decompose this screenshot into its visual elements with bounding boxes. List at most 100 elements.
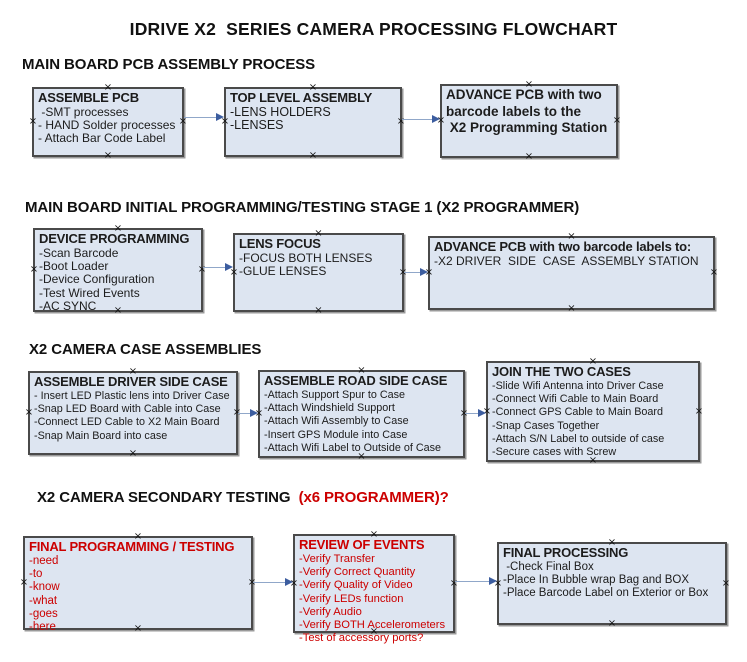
- box-item: -Check Final Box: [503, 561, 594, 573]
- connection-point-icon: ×: [128, 448, 138, 459]
- box-item: -what: [29, 594, 58, 607]
- arrow-right-icon: [216, 113, 224, 121]
- box-item: -GLUE LENSES: [239, 264, 327, 279]
- box-item: -Attach Wifi Assembly to Case: [264, 415, 409, 428]
- arrow-right-icon: [420, 268, 428, 276]
- arrow-line: [253, 581, 288, 583]
- flow-box-lens-focus[interactable]: LENS FOCUS -FOCUS BOTH LENSES-GLUE LENSE…: [230, 229, 407, 316]
- arrow-line: [184, 116, 219, 118]
- box-item: -SMT processes: [38, 105, 129, 119]
- box-item: -Verify Correct Quantity: [299, 566, 416, 579]
- box-item: -Snap Main Board into case: [34, 429, 168, 442]
- box-title: DEVICE PROGRAMMING: [39, 231, 190, 246]
- box-item: -Insert GPS Module into Case: [264, 428, 408, 441]
- flow-box-review-of-events[interactable]: REVIEW OF EVENTS -Verify Transfer-Verify…: [290, 530, 458, 645]
- flow-arrow[interactable]: [404, 268, 428, 277]
- box-item: -Attach Support Spur to Case: [264, 389, 406, 401]
- box-title: JOIN THE TWO CASES: [492, 364, 631, 379]
- box-title: ASSEMBLE DRIVER SIDE CASE: [34, 374, 228, 389]
- box-item: -Verify Audio: [299, 605, 362, 618]
- box-item: -X2 DRIVER SIDE CASE ASSEMBLY STATION: [434, 254, 699, 268]
- box-title: ASSEMBLE ROAD SIDE CASE: [264, 373, 448, 388]
- flow-arrow[interactable]: [203, 263, 233, 272]
- flow-arrow[interactable]: [402, 115, 440, 124]
- box-item: -Connect LED Cable to X2 Main Board: [34, 416, 220, 429]
- box-title: FINAL PROCESSING: [503, 545, 629, 560]
- connection-point-icon: ×: [103, 150, 113, 161]
- arrow-right-icon: [489, 577, 497, 585]
- box-item: -Attach Windshield Support: [264, 402, 395, 415]
- connection-point-icon: ×: [24, 407, 34, 418]
- box-item: -goes: [29, 607, 58, 620]
- flow-box-device-programming[interactable]: DEVICE PROGRAMMING -Scan Barcode-Boot Lo…: [29, 224, 206, 316]
- flow-box-assemble-driver-side-case[interactable]: ASSEMBLE DRIVER SIDE CASE - Insert LED P…: [24, 367, 241, 459]
- box-item: -Connect GPS Cable to Main Board: [492, 406, 664, 419]
- box-item: -know: [29, 581, 60, 594]
- flow-box-top-level-assembly[interactable]: TOP LEVEL ASSEMBLY -LENS HOLDERS-LENSES …: [221, 83, 405, 161]
- connection-point-icon: ×: [694, 405, 704, 417]
- box-item: -Place Barcode Label on Exterior or Box: [503, 587, 709, 600]
- box-item: -Verify Transfer: [299, 553, 375, 565]
- arrow-line: [465, 412, 481, 414]
- flow-box-assemble-road-side-case[interactable]: ASSEMBLE ROAD SIDE CASE -Attach Support …: [255, 366, 468, 462]
- box-title: LENS FOCUS: [239, 236, 321, 251]
- flow-box-assemble-pcb[interactable]: ASSEMBLE PCB -SMT processes- HAND Solder…: [29, 83, 187, 161]
- box-item: -Verify BOTH Accelerometers: [299, 619, 446, 632]
- box-item: X2 Programming Station: [446, 120, 608, 135]
- arrow-line: [238, 412, 253, 414]
- box-item: ADVANCE PCB with two: [446, 87, 602, 102]
- box-item: -LENS HOLDERS: [230, 105, 331, 119]
- box-item: -Scan Barcode: [39, 246, 119, 260]
- box-item: -Snap Cases Together: [492, 419, 600, 432]
- section-heading-case-assemblies: X2 CAMERA CASE ASSEMBLIES: [29, 341, 262, 358]
- flow-arrow[interactable]: [238, 409, 258, 418]
- flow-box-join-the-two-cases[interactable]: JOIN THE TWO CASES -Slide Wifi Antenna i…: [483, 357, 704, 466]
- box-item: -Slide Wifi Antenna into Driver Case: [492, 380, 664, 392]
- arrow-line: [203, 266, 228, 268]
- flow-arrow[interactable]: [184, 113, 224, 122]
- box-item: -Attach S/N Label to outside of case: [492, 432, 665, 445]
- connection-point-icon: ×: [19, 577, 29, 588]
- box-title: ASSEMBLE PCB: [38, 90, 139, 105]
- arrow-right-icon: [285, 578, 293, 586]
- arrow-right-icon: [432, 115, 440, 123]
- box-item: -need: [29, 555, 59, 567]
- arrow-line: [455, 580, 492, 582]
- box-item: - Insert LED Plastic lens into Driver Ca…: [34, 390, 230, 402]
- box-item: -AC SYNC: [39, 298, 97, 313]
- flow-box-advance-pcb-driver-side[interactable]: ADVANCE PCB with two barcode labels to: …: [425, 232, 718, 314]
- box-item: -here: [29, 621, 56, 634]
- arrow-right-icon: [478, 409, 486, 417]
- box-item: - HAND Solder processes: [38, 118, 176, 133]
- connection-point-icon: ×: [29, 264, 39, 275]
- box-item: -Boot Loader: [39, 259, 109, 274]
- box-title: TOP LEVEL ASSEMBLY: [230, 90, 373, 105]
- box-item: -to: [29, 568, 43, 581]
- box-item: -Test Wired Events: [39, 285, 140, 300]
- box-item: -Secure cases with Screw: [492, 446, 617, 459]
- section-heading-secondary-testing: X2 CAMERA SECONDARY TESTING (x6 PROGRAMM…: [37, 489, 449, 506]
- flow-arrow[interactable]: [465, 409, 486, 418]
- box-title: REVIEW OF EVENTS: [299, 537, 425, 552]
- arrow-line: [404, 271, 423, 273]
- heading-red-part: (x6 PROGRAMMER)?: [298, 489, 449, 506]
- arrow-right-icon: [225, 263, 233, 271]
- section-heading-initial-programming: MAIN BOARD INITIAL PROGRAMMING/TESTING S…: [25, 199, 580, 216]
- box-item: -Verify Quality of Video: [299, 579, 413, 592]
- flow-box-final-processing[interactable]: FINAL PROCESSING -Check Final Box-Place …: [494, 538, 731, 629]
- box-item: -Snap LED Board with Cable into Case: [34, 403, 221, 416]
- box-item: -Connect Wifi Cable to Main Board: [492, 393, 659, 406]
- flow-arrow[interactable]: [455, 577, 497, 586]
- box-title: FINAL PROGRAMMING / TESTING: [29, 539, 235, 554]
- flow-arrow[interactable]: [253, 578, 293, 587]
- section-heading-pcb-assembly: MAIN BOARD PCB ASSEMBLY PROCESS: [22, 56, 316, 73]
- box-item: -Test of accessory ports?: [299, 632, 424, 645]
- connection-point-icon: ×: [721, 577, 731, 589]
- heading-black-part: X2 CAMERA SECONDARY TESTING: [37, 489, 299, 506]
- box-item: - Attach Bar Code Label: [38, 131, 166, 146]
- box-item: -Device Configuration: [39, 272, 155, 287]
- flow-box-final-programming-testing[interactable]: FINAL PROGRAMMING / TESTING -need-to-kno…: [19, 532, 256, 634]
- box-item: -Place In Bubble wrap Bag and BOX: [503, 574, 690, 587]
- box-item: -Verify LEDs function: [299, 592, 404, 605]
